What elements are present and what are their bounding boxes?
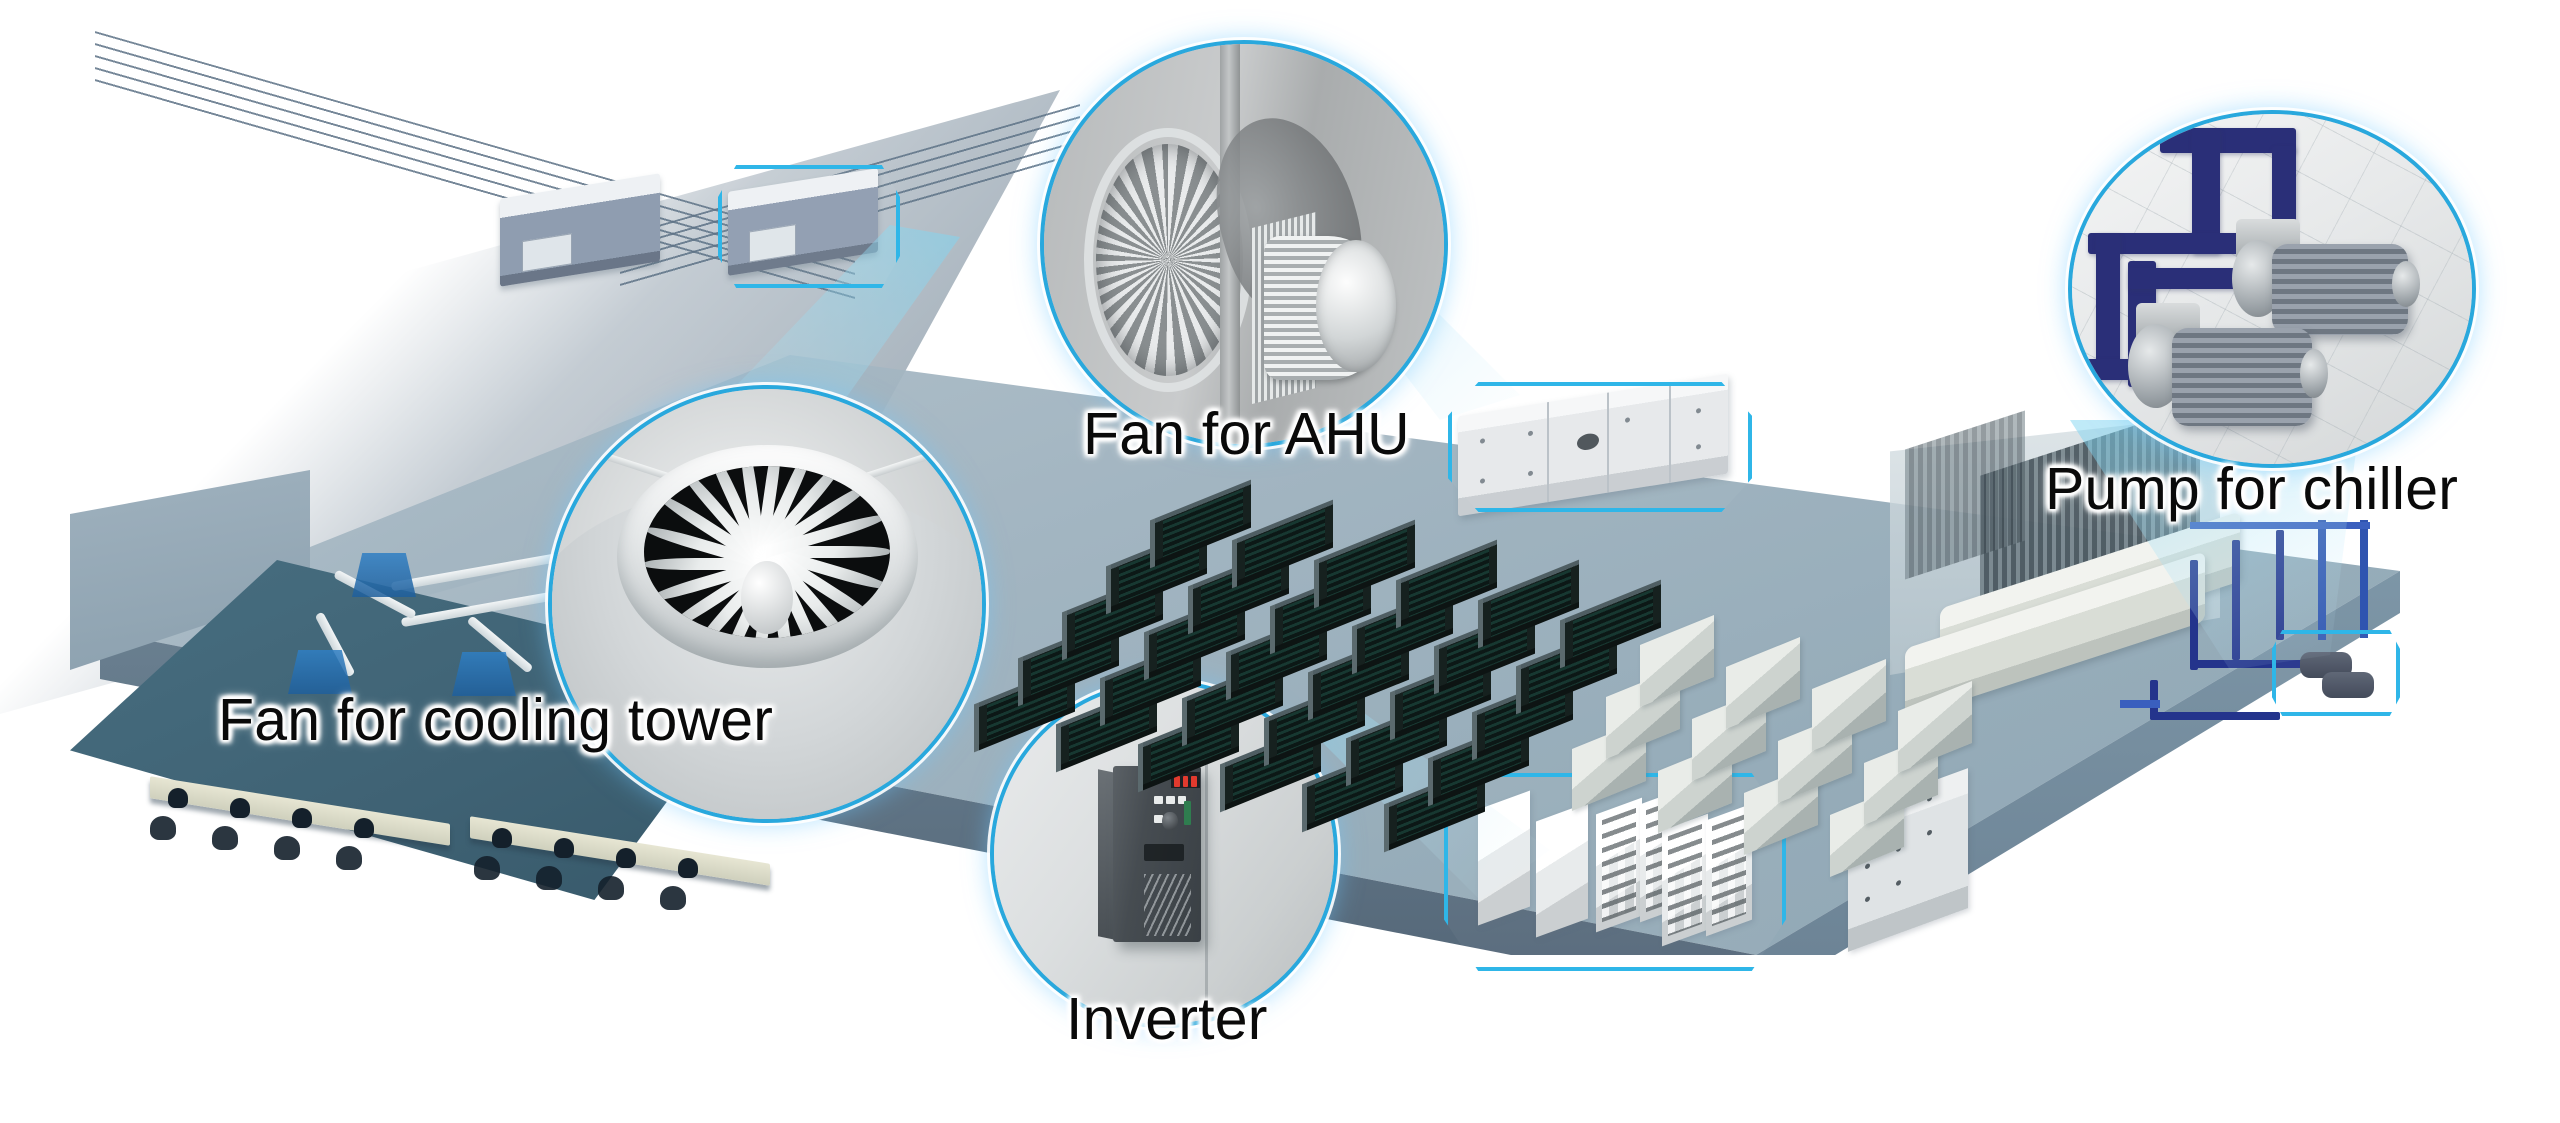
chiller-pipe-segment [2190,560,2198,670]
label-pump-chiller: Pump for chiller [2045,456,2459,522]
chiller-pipe-segment [2120,700,2160,708]
rooftop-cooling-tower-highlight[interactable] [718,165,900,288]
label-fan-ahu: Fan for AHU [1083,401,1410,467]
office-chair [336,846,362,870]
chiller-pipe-segment [2360,520,2368,638]
office-chair [598,876,624,900]
office-chair [150,816,176,840]
air-diffuser [452,652,516,696]
office-chair [536,866,562,890]
chiller-pipe-segment [2276,530,2284,640]
chiller-pump-highlight[interactable] [2272,630,2400,716]
chiller-pipe-segment [2150,712,2280,720]
office-chair [492,828,512,848]
air-diffuser [288,650,352,694]
label-inverter: Inverter [1066,986,1268,1052]
office-chair [554,838,574,858]
chiller-pump-unit [2322,672,2374,698]
office-chair [168,788,188,808]
centrifugal-pump-icon [2072,114,2472,464]
chiller-pipe-segment [2318,520,2326,640]
office-chair [660,886,686,910]
office-chair [474,856,500,880]
office-chair [274,836,300,860]
callout-circle-pump-chiller[interactable] [2068,110,2476,468]
callout-circle-fan-cooling-tower[interactable] [548,385,986,823]
office-chair [678,858,698,878]
office-chair [230,798,250,818]
label-fan-cooling-tower: Fan for cooling tower [218,687,774,753]
ahu-highlight[interactable] [1448,382,1752,512]
axial-fan-icon [552,389,982,819]
air-diffuser [352,553,416,597]
chiller-pipe-segment [2190,522,2370,529]
office-chair [616,848,636,868]
callout-circle-fan-ahu[interactable] [1040,40,1448,448]
centrifugal-fan-icon [1044,44,1444,444]
equipment-rack-highlight[interactable] [1444,773,1786,971]
office-chair [212,826,238,850]
office-chair [354,818,374,838]
chiller-pipe-segment [2232,540,2240,660]
office-chair [292,808,312,828]
